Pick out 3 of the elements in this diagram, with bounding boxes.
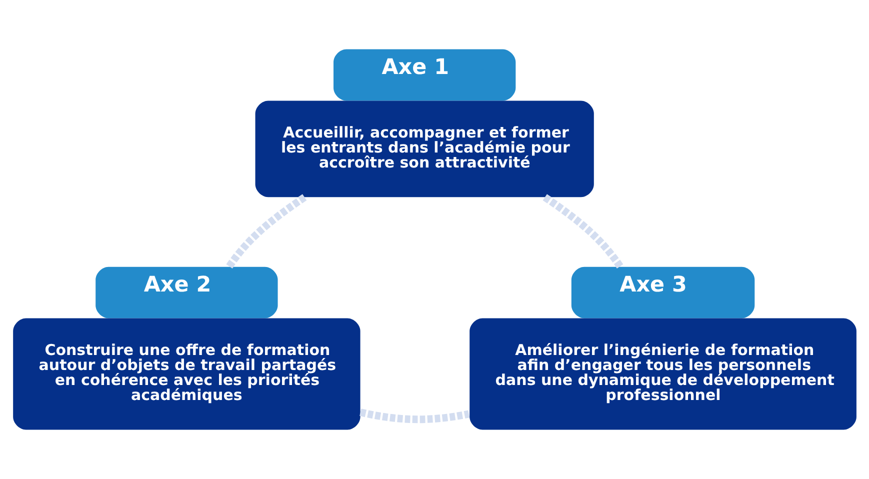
connector: [542, 194, 624, 269]
connector: [360, 408, 470, 424]
connector: [226, 194, 307, 269]
